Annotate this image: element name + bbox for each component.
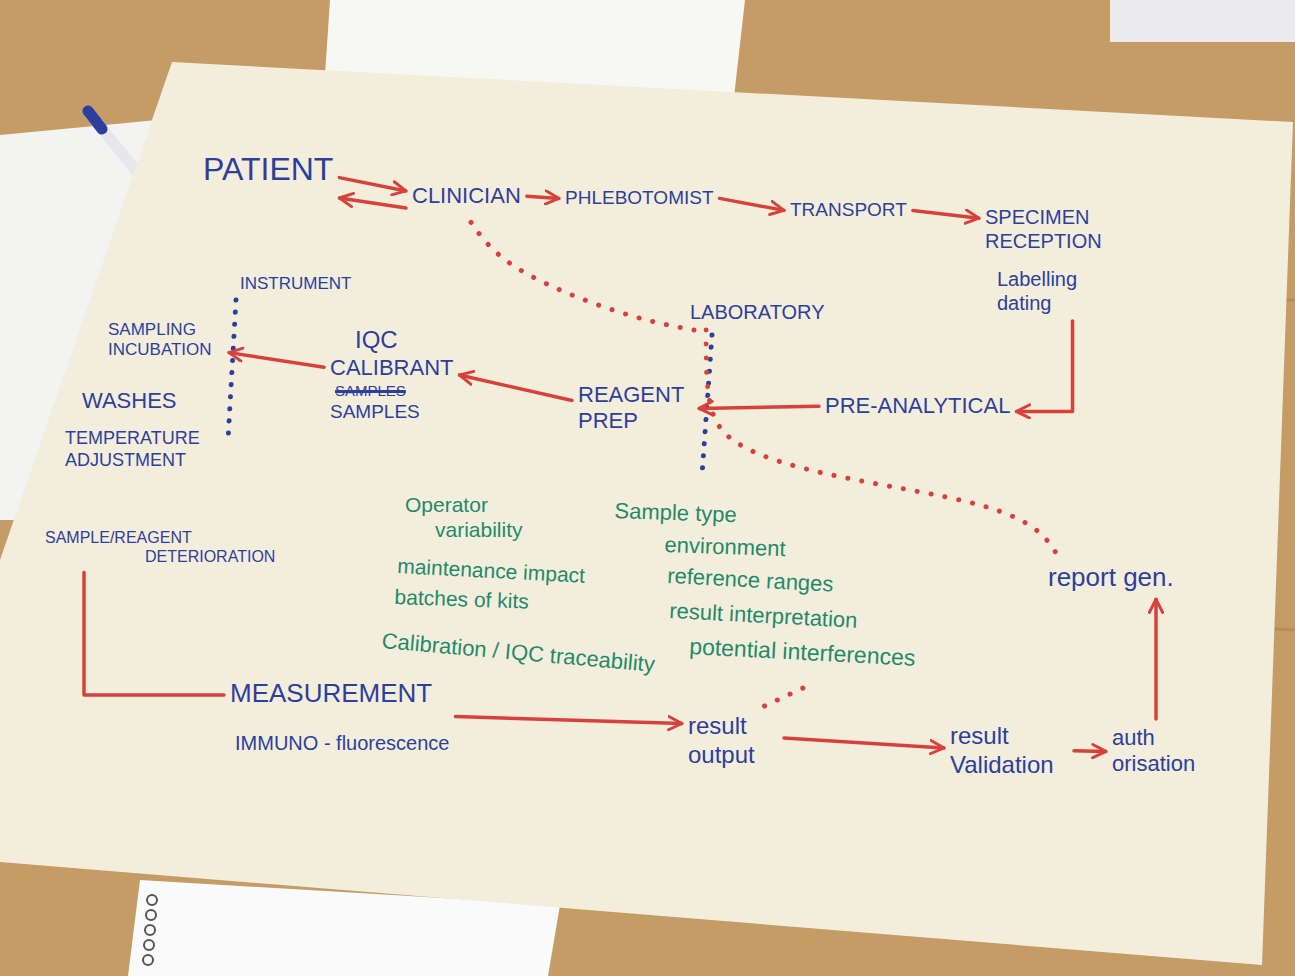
- note-text: Operator variability: [405, 492, 535, 542]
- process-step: MEASUREMENT IMMUNO - fluorescence: [230, 678, 450, 755]
- flow-arrow: [459, 375, 572, 400]
- node-text: auth orisation: [1112, 725, 1222, 778]
- actor-label: PATIENT: [203, 150, 333, 188]
- node-text: result output: [688, 712, 778, 770]
- pen-cap: [88, 111, 102, 129]
- flow-arrow: [1074, 749, 1106, 753]
- note-text: Calibration / IQC traceability: [381, 628, 656, 678]
- node-text: CALIBRANT: [330, 355, 453, 381]
- node-text: IMMUNO - fluorescence: [235, 731, 450, 755]
- node-text: CLINICIAN: [412, 183, 521, 209]
- flow-arrow: [699, 406, 819, 408]
- flow-arrow: [84, 572, 224, 695]
- process-step: PHLEBOTOMIST: [565, 187, 714, 210]
- flow-arrow: [527, 196, 559, 198]
- notebook-spiral: [143, 895, 157, 965]
- node-text: SAMPLES: [330, 401, 453, 424]
- instrument-step: TEMPERATURE ADJUSTMENT: [65, 428, 215, 471]
- process-step: report gen.: [1048, 562, 1174, 593]
- instrument-step: SAMPLE/REAGENT DETERIORATION: [45, 528, 305, 566]
- flow-arrow: [339, 178, 406, 191]
- node-text: WASHES: [82, 388, 177, 414]
- process-step: result output: [688, 712, 778, 770]
- dotted-link: [466, 215, 694, 330]
- flow-arrow: [913, 210, 979, 218]
- poster-paper: [0, 62, 1293, 965]
- process-step: IQCCALIBRANTSAMPLES: [330, 326, 453, 424]
- node-text: report gen.: [1048, 562, 1174, 593]
- node-text: result Validation: [950, 722, 1068, 780]
- dotted-link: [706, 330, 1058, 556]
- node-text: PRE-ANALYTICAL: [825, 393, 1010, 419]
- flow-arrow: [229, 353, 324, 368]
- process-step: result Validation: [950, 722, 1068, 780]
- background-folder: [1110, 0, 1295, 42]
- flow-arrow: [1154, 599, 1158, 719]
- process-step: SPECIMEN RECEPTION Labelling dating: [985, 205, 1160, 315]
- instrument-step: SAMPLING INCUBATION: [108, 320, 223, 361]
- flow-arrow: [456, 717, 683, 724]
- note-group: Operator variability maintenance impactba…: [380, 490, 917, 679]
- process-step: TRANSPORT: [790, 199, 907, 222]
- process-step: PRE-ANALYTICAL: [825, 393, 1010, 419]
- note-text: Sample type: [614, 498, 737, 529]
- node-text: MEASUREMENT: [230, 678, 450, 709]
- node-text: SAMPLE/REAGENT DETERIORATION: [45, 528, 305, 566]
- struck-word: SAMPLES: [335, 382, 406, 400]
- node-text: REAGENT PREP: [578, 382, 693, 435]
- flow-arrow: [720, 198, 784, 210]
- note-text: batches of kits: [394, 584, 529, 614]
- flow-arrow: [1016, 321, 1072, 411]
- node-text: IQC: [355, 326, 453, 355]
- note-text: maintenance impact: [397, 553, 586, 588]
- node-text: TEMPERATURE ADJUSTMENT: [65, 428, 215, 471]
- note-text: potential interferences: [689, 633, 916, 672]
- flow-arrow: [784, 738, 944, 748]
- flow-arrow: [339, 198, 406, 208]
- note-text: reference ranges: [667, 563, 834, 598]
- instrument-step: WASHES: [82, 388, 177, 414]
- node-text: PHLEBOTOMIST: [565, 187, 714, 210]
- instrument-boundary: [228, 300, 236, 440]
- node-text: Labelling dating: [997, 267, 1107, 315]
- node-text: SAMPLING INCUBATION: [108, 320, 223, 361]
- actor-label: CLINICIAN: [412, 183, 521, 209]
- section-heading: INSTRUMENT: [240, 274, 351, 294]
- node-text: LABORATORY: [690, 300, 825, 324]
- note-text: environment: [664, 532, 786, 563]
- section-heading: LABORATORY: [690, 300, 825, 324]
- process-step: REAGENT PREP: [578, 382, 693, 435]
- note-text: result interpretation: [669, 598, 858, 634]
- node-text: PATIENT: [203, 150, 333, 188]
- node-text: SPECIMEN RECEPTION: [985, 205, 1160, 253]
- process-step: auth orisation: [1112, 725, 1222, 778]
- dotted-link: [765, 685, 810, 706]
- node-text: TRANSPORT: [790, 199, 907, 222]
